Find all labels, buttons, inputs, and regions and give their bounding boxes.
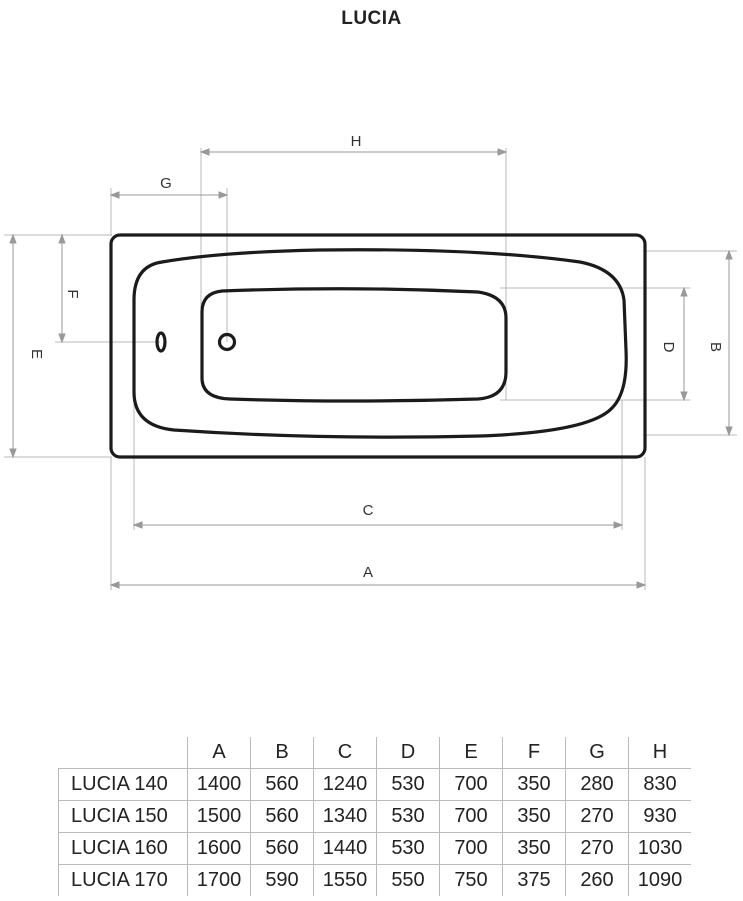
dim-label-h: H [351, 133, 362, 150]
table-cell: 270 [565, 800, 629, 833]
tub-inner-basin [132, 248, 628, 439]
model-name: LUCIA 160 [58, 832, 188, 865]
model-name: LUCIA 150 [58, 800, 188, 833]
overflow-hole [155, 331, 167, 353]
dimension-lines [9, 148, 733, 589]
table-cell: 550 [376, 864, 440, 896]
table-cell: 1400 [187, 768, 251, 801]
table-cell: 1600 [187, 832, 251, 865]
bathtub-outline [109, 233, 647, 459]
dim-label-b: B [707, 342, 724, 352]
table-cell: 1700 [187, 864, 251, 896]
dim-label-f: F [64, 289, 81, 298]
table-cell: 1500 [187, 800, 251, 833]
table-cell: 1440 [313, 832, 377, 865]
table-cell: 270 [565, 832, 629, 865]
table-cell: 830 [628, 768, 691, 801]
dim-label-e: E [28, 349, 45, 359]
dim-label-a: A [363, 564, 373, 581]
bathtub-drawing: H G C A E F D B [4, 133, 737, 590]
table-cell: 700 [439, 768, 503, 801]
table-cell: 350 [502, 768, 566, 801]
drain-hole [217, 332, 237, 352]
model-name: LUCIA 170 [58, 864, 188, 896]
dim-label-d: D [660, 342, 677, 353]
dimensions-table: A B C D E F G H LUCIA 140 1400 560 1240 … [58, 737, 691, 896]
table-cell: 530 [376, 768, 440, 801]
table-cell: 260 [565, 864, 629, 896]
table-cell: 1550 [313, 864, 377, 896]
dim-label-g: G [160, 175, 172, 192]
table-cell: 560 [250, 800, 314, 833]
table-cell: 350 [502, 800, 566, 833]
column-header: A [187, 737, 251, 769]
tub-outer-rim [109, 233, 647, 459]
table-header-row: A B C D E F G H [59, 737, 691, 769]
table-cell: 750 [439, 864, 503, 896]
column-header: B [250, 737, 314, 769]
model-name: LUCIA 140 [58, 768, 188, 801]
column-header: F [502, 737, 566, 769]
table-row: LUCIA 150 1500 560 1340 530 700 350 270 … [58, 800, 691, 833]
column-header: D [376, 737, 440, 769]
table-row: LUCIA 170 1700 590 1550 550 750 375 260 … [58, 864, 691, 896]
table-cell: 375 [502, 864, 566, 896]
column-header: C [313, 737, 377, 769]
table-cell: 530 [376, 800, 440, 833]
table-row: LUCIA 160 1600 560 1440 530 700 350 270 … [58, 832, 691, 865]
table-cell: 560 [250, 768, 314, 801]
table-cell: 530 [376, 832, 440, 865]
table-corner-cell [59, 737, 188, 769]
table-cell: 1340 [313, 800, 377, 833]
table-row: LUCIA 140 1400 560 1240 530 700 350 280 … [58, 768, 691, 801]
extension-lines [4, 148, 737, 590]
table-cell: 700 [439, 832, 503, 865]
table-cell: 350 [502, 832, 566, 865]
table-cell: 1090 [628, 864, 691, 896]
tub-floor [200, 287, 508, 403]
table-cell: 590 [250, 864, 314, 896]
column-header: G [565, 737, 629, 769]
dim-label-c: C [363, 502, 374, 519]
table-cell: 930 [628, 800, 691, 833]
column-header: E [439, 737, 503, 769]
page-title: LUCIA [341, 8, 402, 29]
table-cell: 560 [250, 832, 314, 865]
table-cell: 1240 [313, 768, 377, 801]
column-header: H [628, 737, 691, 769]
table-cell: 1030 [628, 832, 691, 865]
table-cell: 280 [565, 768, 629, 801]
table-cell: 700 [439, 800, 503, 833]
